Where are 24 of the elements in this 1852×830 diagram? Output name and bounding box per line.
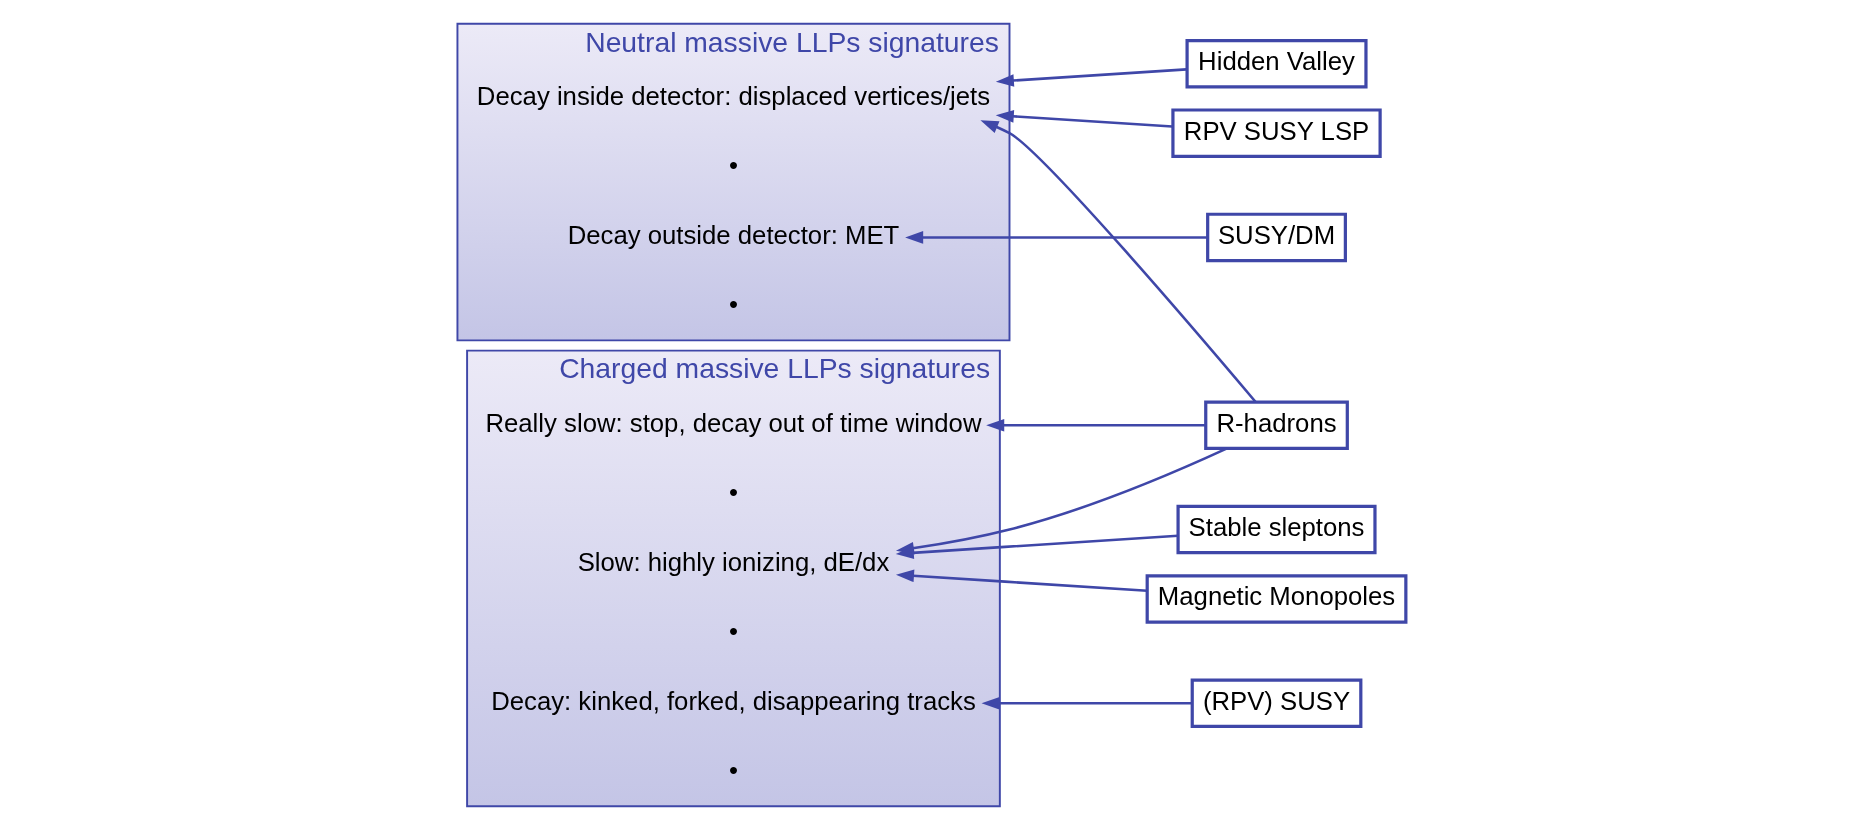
- node-box: Hidden Valley: [1185, 38, 1368, 89]
- node-box: RPV SUSY LSP: [1170, 108, 1382, 158]
- arrow: [904, 231, 1207, 244]
- node-box: SUSY/DM: [1205, 212, 1347, 263]
- arrow: [985, 418, 1206, 432]
- arrow: [979, 120, 1257, 403]
- node-box: R-hadrons: [1203, 400, 1349, 451]
- node-box: Stable sleptons: [1175, 504, 1377, 555]
- arrow: [995, 68, 1187, 87]
- label: •: [728, 151, 738, 180]
- node-text: Really slow: stop, decay out of time window: [484, 408, 981, 437]
- label: •: [728, 290, 738, 319]
- arrow: [895, 569, 1147, 593]
- node-text: Decay: kinked, forked, disappearing tracks: [490, 686, 976, 715]
- arrow: [995, 110, 1172, 128]
- label: •: [728, 478, 738, 507]
- label: •: [728, 617, 738, 646]
- node-text: Decay outside detector: MET: [567, 220, 899, 249]
- node-box: Magnetic Monopoles: [1145, 574, 1407, 624]
- arrow: [981, 696, 1192, 710]
- node-box: (RPV) SUSY: [1190, 678, 1362, 729]
- node-text: Decay inside detector: displaced vertices/jets: [476, 81, 990, 110]
- node-text: Slow: highly ionizing, dE/dx: [577, 547, 889, 576]
- label: •: [728, 756, 738, 785]
